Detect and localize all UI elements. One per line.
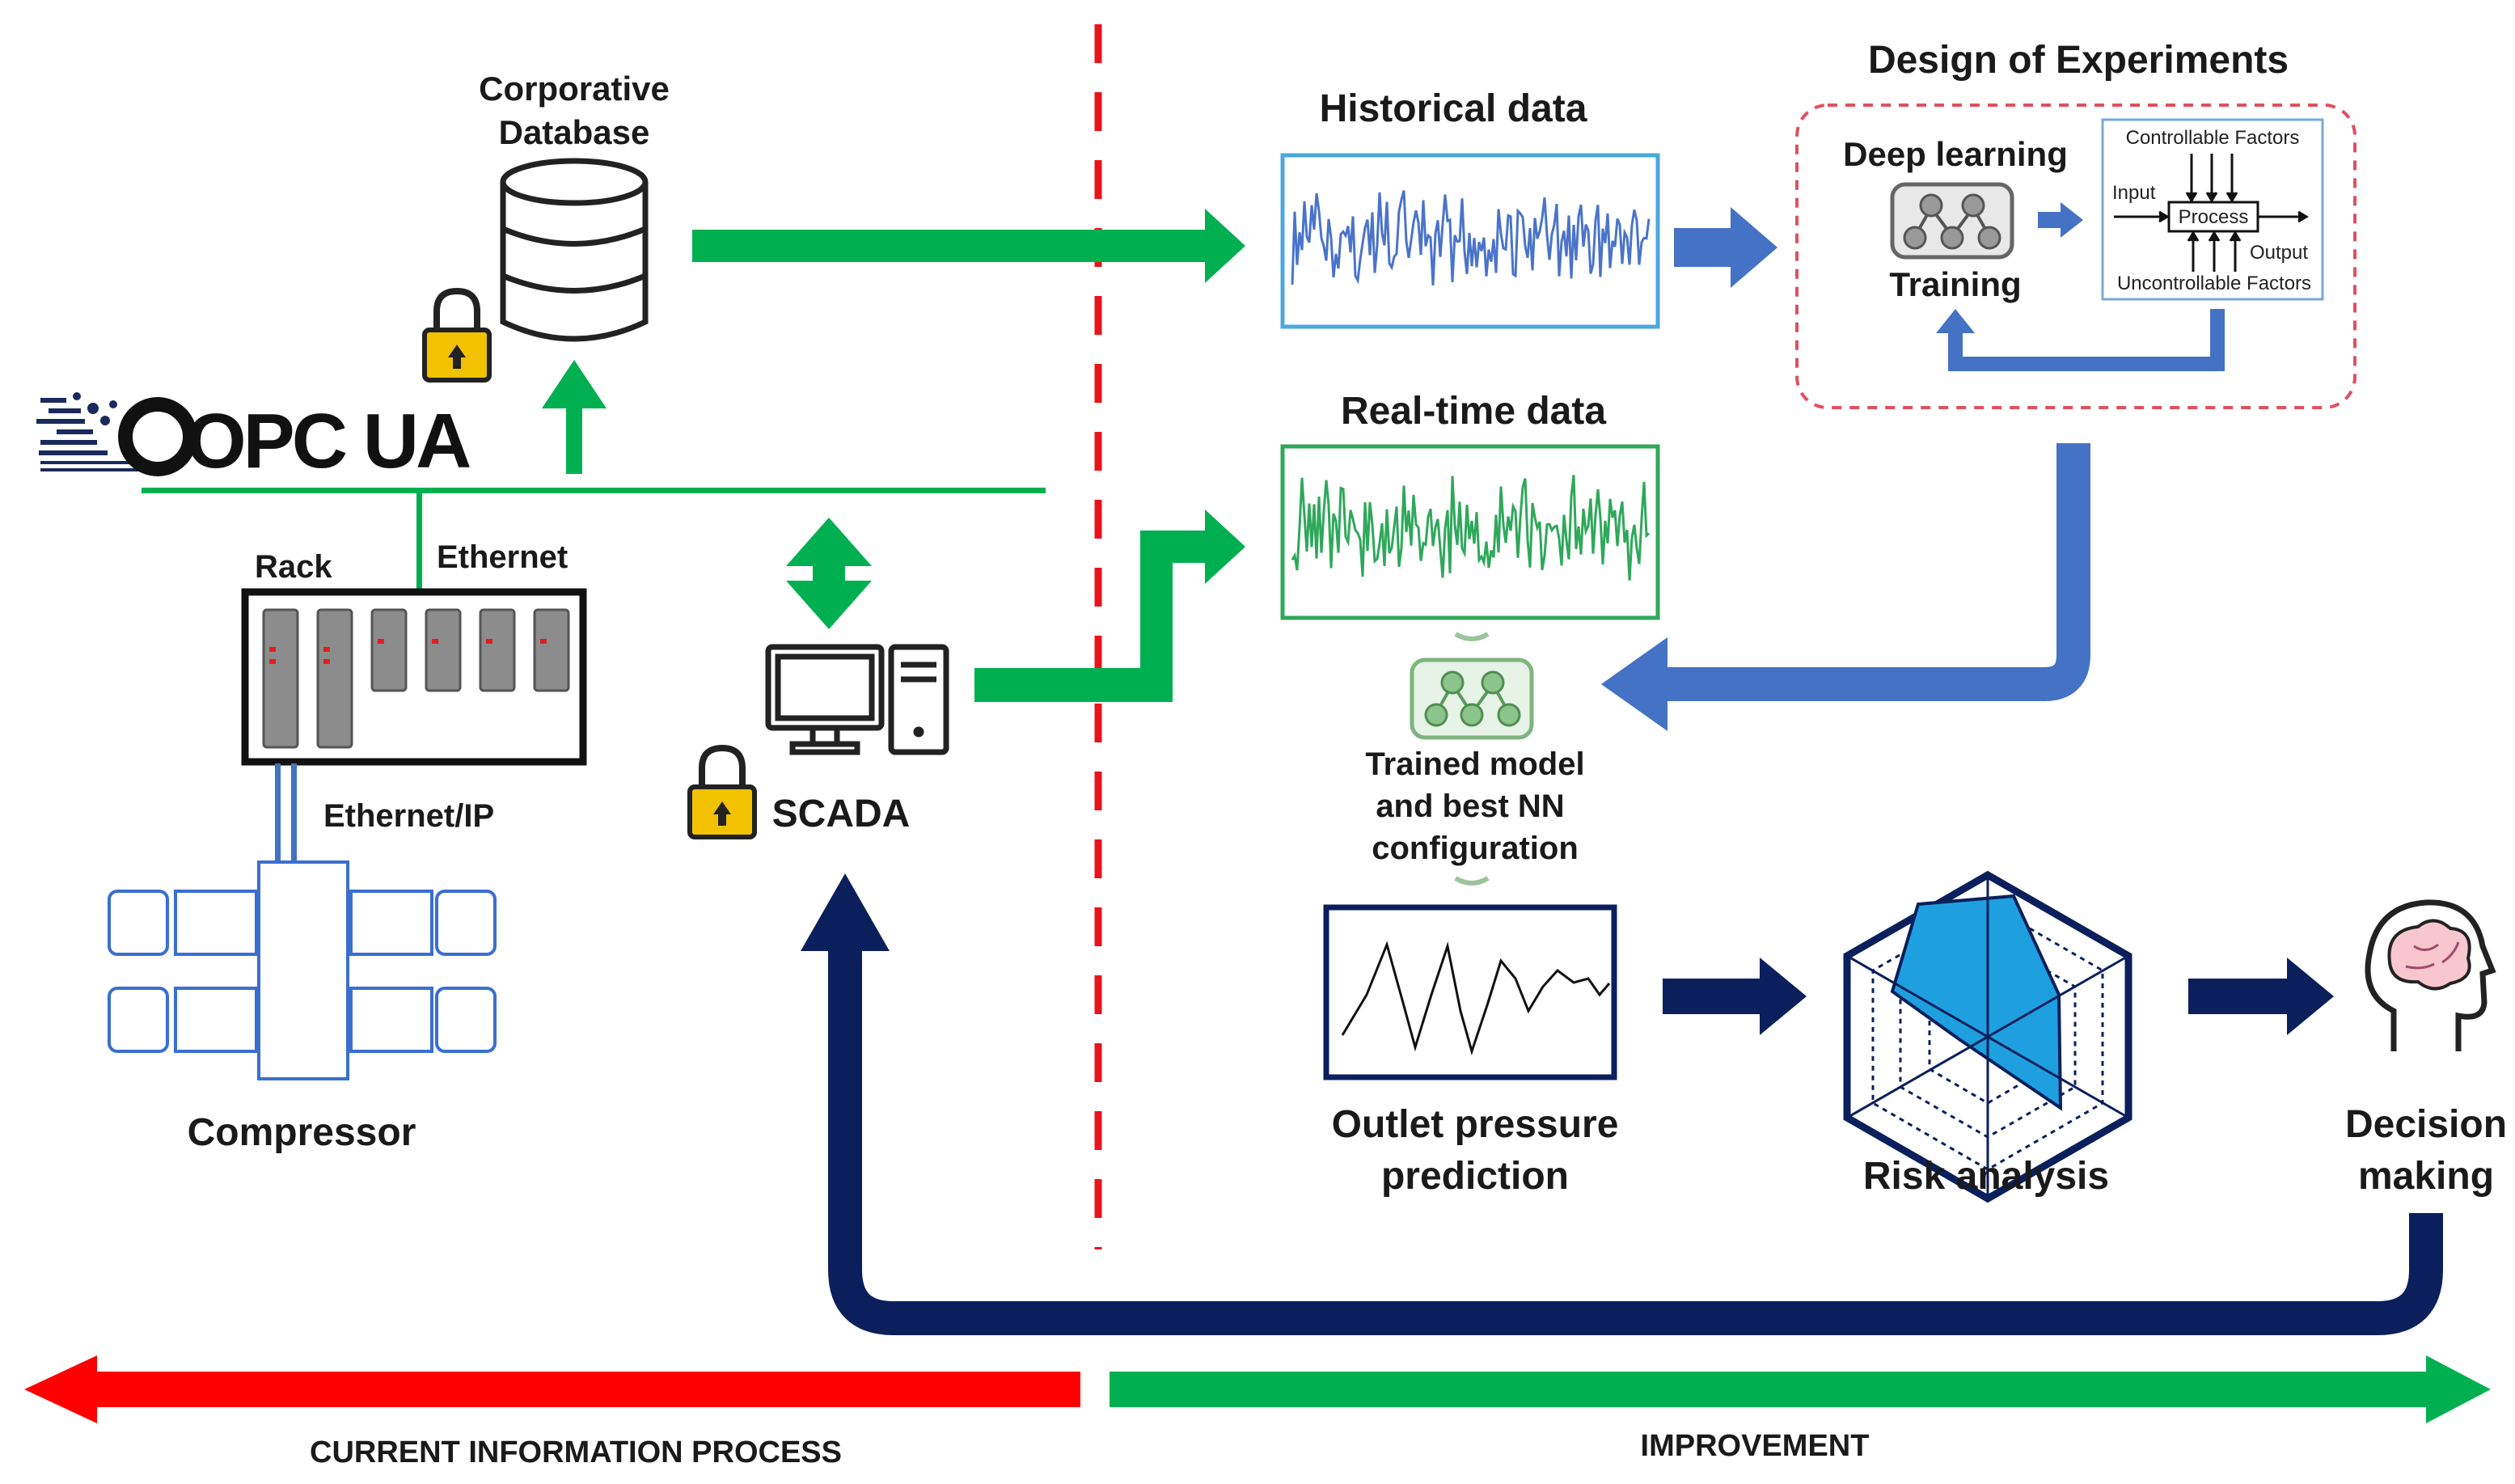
- real-time-data-label: Real-time data: [1341, 390, 1606, 433]
- ethernet-ip-line-2: [291, 763, 297, 862]
- opc-ua-text: OPC UA: [186, 398, 470, 484]
- arrow-scada-to-realtime: [974, 509, 1245, 702]
- rack-icon: [241, 588, 587, 766]
- corporative-database-label-2: Database: [499, 113, 650, 151]
- compressor-icon: [108, 860, 497, 1080]
- deep-learning-label: Deep learning: [1843, 135, 2068, 173]
- trained-model-label-3: configuration: [1372, 831, 1579, 866]
- arrow-risk-to-decision: [2188, 958, 2334, 1035]
- neural-network-icon: [1890, 182, 2014, 260]
- scada-label: SCADA: [772, 793, 911, 835]
- scada-lock-icon: [687, 744, 757, 839]
- opc-ua-logo: OPC UA: [36, 392, 473, 484]
- doe-box: [1795, 104, 2356, 409]
- risk-analysis-label: Risk analysis: [1863, 1155, 2109, 1198]
- trained-model-label-2: and best NN: [1376, 789, 1564, 824]
- arrow-doe-to-model-body: [1666, 443, 2090, 701]
- uncontrollable-factors-label: Uncontrollable Factors: [2117, 273, 2311, 294]
- historical-data-label: Historical data: [1320, 87, 1587, 130]
- controllable-factors-label: Controllable Factors: [2126, 127, 2300, 149]
- outlet-pressure-label-2: prediction: [1381, 1155, 1569, 1198]
- decision-label-2: making: [2358, 1155, 2494, 1198]
- outlet-pressure-label-1: Outlet pressure: [1332, 1103, 1619, 1146]
- lock-icon: [422, 287, 492, 383]
- arrow-doe-to-model-head: [1601, 637, 1668, 731]
- compressor-label: Compressor: [188, 1111, 416, 1154]
- risk-radar-icon: [1843, 870, 2132, 1203]
- doe-title: Design of Experiments: [1868, 39, 2289, 82]
- database-icon: [500, 158, 649, 342]
- arrow-prediction-to-risk: [1663, 958, 1807, 1035]
- trained-model-label-1: Trained model: [1365, 746, 1584, 782]
- current-process-label: CURRENT INFORMATION PROCESS: [310, 1435, 842, 1469]
- output-label: Output: [2250, 242, 2308, 264]
- real-time-signal: [1291, 475, 1651, 581]
- ethernet-ip-line-1: [275, 763, 281, 862]
- feedback-loop-to-scada: [828, 946, 2443, 1335]
- arrow-bidirectional-scada: [786, 518, 872, 629]
- doe-feedback-arrowhead: [1936, 309, 1975, 333]
- process-diagram: Controllable Factors Input Process Outpu…: [2101, 118, 2324, 301]
- improvement-arrow: [1110, 1355, 2491, 1423]
- computer-icon: [765, 644, 949, 755]
- rack-connection-line: [416, 490, 422, 592]
- network-bus-line: [142, 488, 1046, 493]
- input-label: Input: [2112, 182, 2156, 204]
- improvement-label: IMPROVEMENT: [1641, 1429, 1870, 1463]
- historical-signal: [1291, 190, 1651, 285]
- feedback-loop-arrowhead: [801, 873, 890, 951]
- prediction-chart-box: [1323, 904, 1617, 1080]
- process-label: Process: [2179, 206, 2249, 228]
- arrow-historical-to-doe: [1674, 207, 1777, 288]
- training-label: Training: [1889, 265, 2021, 303]
- trained-model-icon: [1410, 632, 1534, 740]
- model-output-tick: [1454, 876, 1490, 886]
- ethernet-label: Ethernet: [437, 539, 568, 575]
- ethernet-ip-label: Ethernet/IP: [323, 798, 494, 834]
- arrow-database-to-historical: [692, 209, 1245, 283]
- rack-label: Rack: [255, 549, 332, 585]
- doe-feedback-loop: [1948, 309, 2225, 371]
- corporative-database-label-1: Corporative: [479, 70, 670, 108]
- decision-label-1: Decision: [2345, 1103, 2507, 1146]
- brain-head-icon: [2365, 899, 2496, 1051]
- arrow-up-to-database: [542, 360, 607, 474]
- arrow-to-process-diagram: [2038, 202, 2083, 238]
- prediction-signal: [1341, 941, 1611, 1056]
- current-process-arrow: [24, 1355, 1080, 1423]
